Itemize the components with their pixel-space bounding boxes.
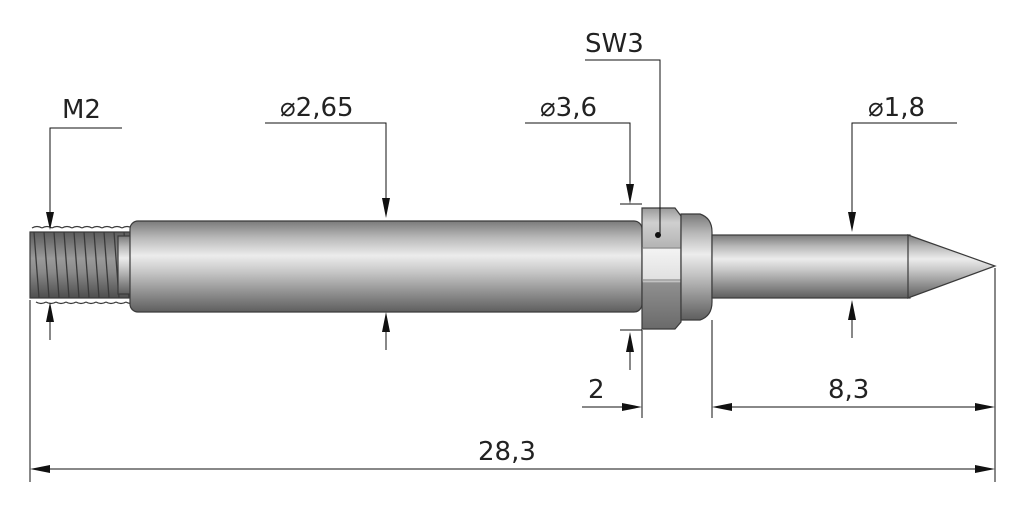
thread-crest-top [41,225,53,229]
dim-overall-length: 28,3 [30,437,995,473]
pin-part [29,207,997,330]
dim-thread: M2 [46,95,122,340]
thread-crest-bottom [105,301,117,305]
dim-wrench-size: SW3 [585,29,661,236]
thread-crest-top [81,225,93,229]
thread-crest [103,231,110,299]
dim-shaft-diameter: ⌀2,65 [265,93,390,350]
label-hex-width: 2 [588,375,605,405]
thread-crest [73,231,80,299]
label-tip-diameter: ⌀1,8 [868,93,925,123]
thread-crest-top [61,225,73,229]
dim-hex-width: 2 [582,375,642,411]
thread-crest-bottom [55,301,67,305]
dim-tip-diameter: ⌀1,8 [848,93,957,338]
thread-crest-top [101,225,113,229]
hex-collar [641,207,682,330]
thread-crest-top [31,225,43,229]
thread-crest [93,231,100,299]
thread-section [29,225,137,305]
thread-crest-top [111,225,123,229]
dim-tip-length: 8,3 [712,375,995,411]
label-tip-length: 8,3 [828,375,869,405]
thread-crest [83,231,90,299]
thread-crest-bottom [75,301,87,305]
label-wrench-size: SW3 [585,29,644,59]
thread-crest-bottom [85,301,97,305]
dim-collar-diameter: ⌀3,6 [525,93,642,370]
thread-crest-bottom [45,301,57,305]
thread-crest-bottom [115,301,127,305]
tip-shaft [711,234,911,299]
label-thread: M2 [62,95,101,125]
thread-crest-bottom [65,301,77,305]
label-shaft-diameter: ⌀2,65 [280,93,354,123]
extension-lines [29,268,996,482]
thread-crest-top [51,225,63,229]
tip-cone [907,234,997,299]
thread-crest [63,231,70,299]
label-collar-diameter: ⌀3,6 [540,93,597,123]
thread-crest-top [71,225,83,229]
thread-crest-top [91,225,103,229]
thread-crest [33,231,40,299]
thread-crest-bottom [95,301,107,305]
main-shaft [129,220,643,313]
collar-disc [680,213,713,321]
label-overall-length: 28,3 [478,437,536,467]
thread-crest [53,231,60,299]
thread-crest [43,231,50,299]
thread-crest-bottom [35,301,47,305]
